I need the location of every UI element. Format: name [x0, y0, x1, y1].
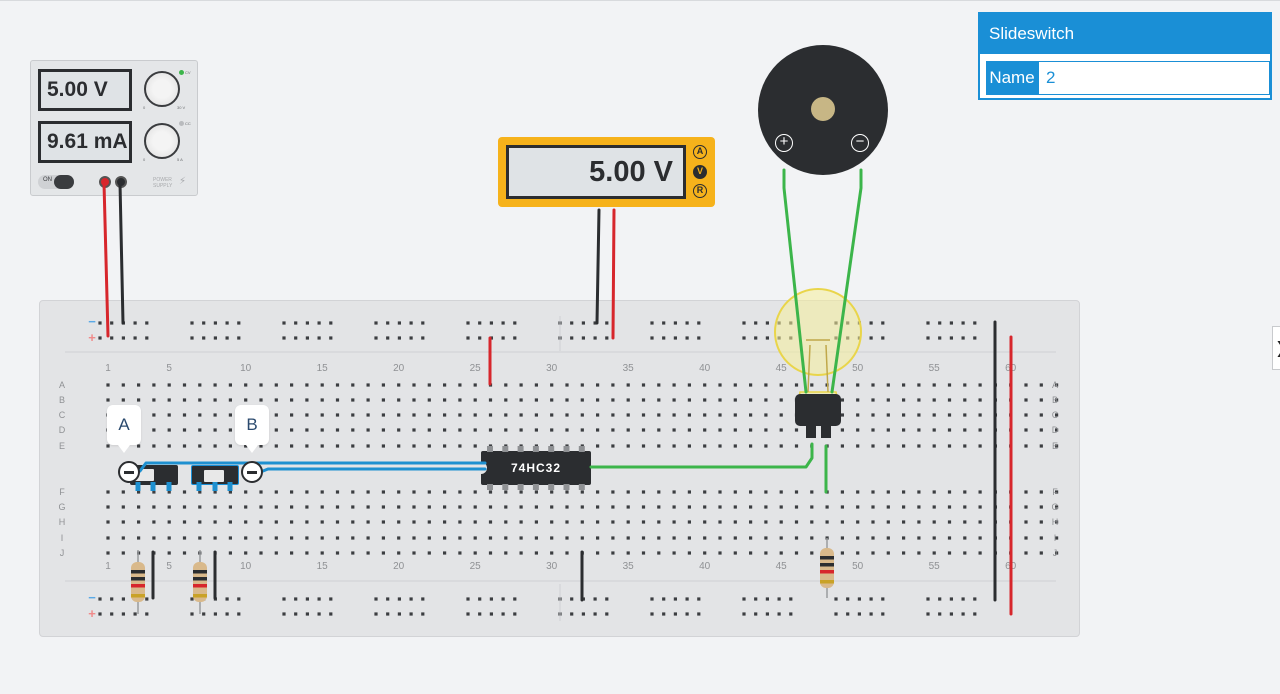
- column-number: 60: [1005, 363, 1017, 374]
- rail-symbol: −: [88, 590, 96, 605]
- negative-terminal[interactable]: [115, 176, 127, 188]
- wire-endpoint-b[interactable]: [241, 461, 263, 483]
- switch-tag-a[interactable]: A: [107, 405, 141, 445]
- row-letter: A: [59, 380, 65, 390]
- row-letter: E: [1052, 441, 1058, 451]
- buzzer-center: [811, 97, 835, 121]
- column-number: 15: [317, 561, 329, 572]
- chevron-right-icon[interactable]: ❯: [1272, 326, 1280, 370]
- column-number: 60: [1005, 561, 1017, 572]
- row-letter: J: [60, 548, 65, 558]
- column-number: 10: [240, 363, 252, 374]
- mode-voltmeter[interactable]: V: [693, 165, 707, 179]
- column-number: 40: [699, 561, 711, 572]
- slideswitch-b-knob[interactable]: [204, 470, 224, 482]
- column-number: 5: [166, 561, 172, 572]
- column-number: 55: [929, 363, 941, 374]
- name-input[interactable]: [1038, 61, 1270, 95]
- row-letter: I: [61, 533, 64, 543]
- rail-symbol: +: [88, 330, 96, 345]
- column-number: 1: [105, 561, 111, 572]
- column-number: 45: [776, 561, 788, 572]
- v-knob-max: 30 V: [177, 105, 186, 110]
- row-letter: C: [59, 410, 66, 420]
- column-number: 50: [852, 561, 864, 572]
- positive-terminal[interactable]: [99, 176, 111, 188]
- cv-led: [179, 70, 184, 75]
- toggle-pill: [54, 175, 74, 189]
- v-knob-min: 0: [143, 105, 146, 110]
- multimeter[interactable]: 5.00 V A V R: [498, 137, 715, 207]
- column-number: 20: [393, 363, 405, 374]
- multimeter-display: 5.00 V: [506, 145, 686, 199]
- inspector-title: Slideswitch: [980, 14, 1270, 54]
- inspector-name-row: Name: [986, 61, 1270, 95]
- bolt-icon: ⚡: [179, 176, 187, 187]
- row-letter: D: [59, 425, 66, 435]
- slideswitch-b[interactable]: [191, 465, 239, 485]
- buzzer-plus-pin[interactable]: +: [775, 134, 793, 152]
- wire-endpoint-a[interactable]: [118, 461, 140, 483]
- rail-symbol: −: [88, 314, 96, 329]
- piezo-buzzer[interactable]: + −: [758, 45, 888, 175]
- column-number: 50: [852, 363, 864, 374]
- mode-ohmmeter[interactable]: R: [693, 184, 707, 198]
- name-label: Name: [986, 61, 1038, 95]
- column-number: 15: [317, 363, 329, 374]
- cc-label: CC: [185, 121, 191, 126]
- row-letter: G: [58, 502, 65, 512]
- row-letter: F: [59, 487, 65, 497]
- row-letter: J: [1053, 548, 1058, 558]
- a-knob-max: 5 A: [177, 157, 183, 162]
- row-letter: H: [59, 517, 66, 527]
- current-knob[interactable]: [144, 123, 180, 159]
- row-letter: F: [1052, 487, 1058, 497]
- column-number: 10: [240, 561, 252, 572]
- buzzer-minus-pin[interactable]: −: [851, 134, 869, 152]
- current-display: 9.61 mA: [38, 121, 132, 163]
- toolbar-divider: [0, 0, 1280, 1]
- switch-tag-a-tail: [118, 445, 130, 453]
- column-number: 25: [470, 363, 482, 374]
- column-number: 45: [776, 363, 788, 374]
- power-supply[interactable]: 5.00 V 9.61 mA CV CC 0 30 V 0 5 A ON POW…: [30, 60, 198, 196]
- voltage-knob[interactable]: [144, 71, 180, 107]
- column-number: 30: [546, 363, 558, 374]
- row-letter: A: [1052, 380, 1058, 390]
- column-number: 5: [166, 363, 172, 374]
- switch-tag-b[interactable]: B: [235, 405, 269, 445]
- chip-label: 74HC32: [510, 461, 562, 475]
- row-letter: D: [1052, 425, 1059, 435]
- a-knob-min: 0: [143, 157, 146, 162]
- column-number: 35: [623, 363, 635, 374]
- rail-symbol: +: [88, 606, 96, 621]
- column-number: 25: [470, 561, 482, 572]
- column-number: 55: [929, 561, 941, 572]
- voltage-display: 5.00 V: [38, 69, 132, 111]
- column-number: 35: [623, 561, 635, 572]
- column-number: 1: [105, 363, 111, 374]
- power-toggle[interactable]: ON: [38, 175, 74, 189]
- row-letter: C: [1052, 410, 1059, 420]
- cc-led: [179, 121, 184, 126]
- column-number: 20: [393, 561, 405, 572]
- row-letter: B: [59, 395, 65, 405]
- on-label: ON: [43, 177, 52, 183]
- ic-74hc32[interactable]: 74HC32: [480, 451, 591, 485]
- chip-notch: [480, 462, 487, 474]
- inspector-panel: Slideswitch Name: [978, 12, 1272, 100]
- column-number: 30: [546, 561, 558, 572]
- row-letter: I: [1054, 533, 1057, 543]
- row-letter: G: [1051, 502, 1058, 512]
- brand-text: POWER SUPPLY: [153, 177, 173, 189]
- mode-ammeter[interactable]: A: [693, 145, 707, 159]
- row-letter: H: [1052, 517, 1059, 527]
- row-letter: E: [59, 441, 65, 451]
- row-letter: B: [1052, 395, 1058, 405]
- cv-label: CV: [185, 70, 191, 75]
- column-number: 40: [699, 363, 711, 374]
- switch-tag-b-tail: [246, 445, 258, 453]
